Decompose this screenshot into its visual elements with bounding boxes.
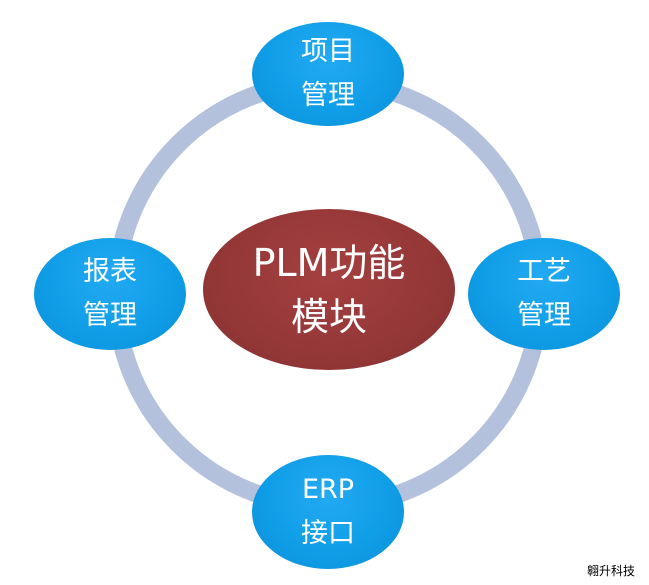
node-project-management-line2: 管理 (301, 80, 355, 111)
node-erp-interface-line1: ERP (301, 474, 355, 505)
center-plm-module-line1: PLM功能 (252, 240, 406, 285)
center-plm-module: PLM功能 模块 (203, 209, 455, 370)
center-plm-module-line2: 模块 (290, 294, 367, 339)
node-report-management-line1: 报表 (83, 256, 137, 287)
node-erp-interface: ERP 接口 (252, 455, 404, 569)
node-process-management: 工艺 管理 (468, 238, 620, 350)
node-erp-interface-line2: 接口 (301, 518, 355, 549)
node-report-management-line2: 管理 (83, 300, 137, 331)
node-process-management-line1: 工艺 (517, 256, 571, 287)
node-project-management-line1: 项目 (301, 36, 355, 67)
node-project-management: 项目 管理 (252, 22, 404, 126)
node-report-management: 报表 管理 (34, 238, 186, 350)
node-process-management-line2: 管理 (517, 300, 571, 331)
watermark-text: 翱升科技 (586, 564, 635, 578)
